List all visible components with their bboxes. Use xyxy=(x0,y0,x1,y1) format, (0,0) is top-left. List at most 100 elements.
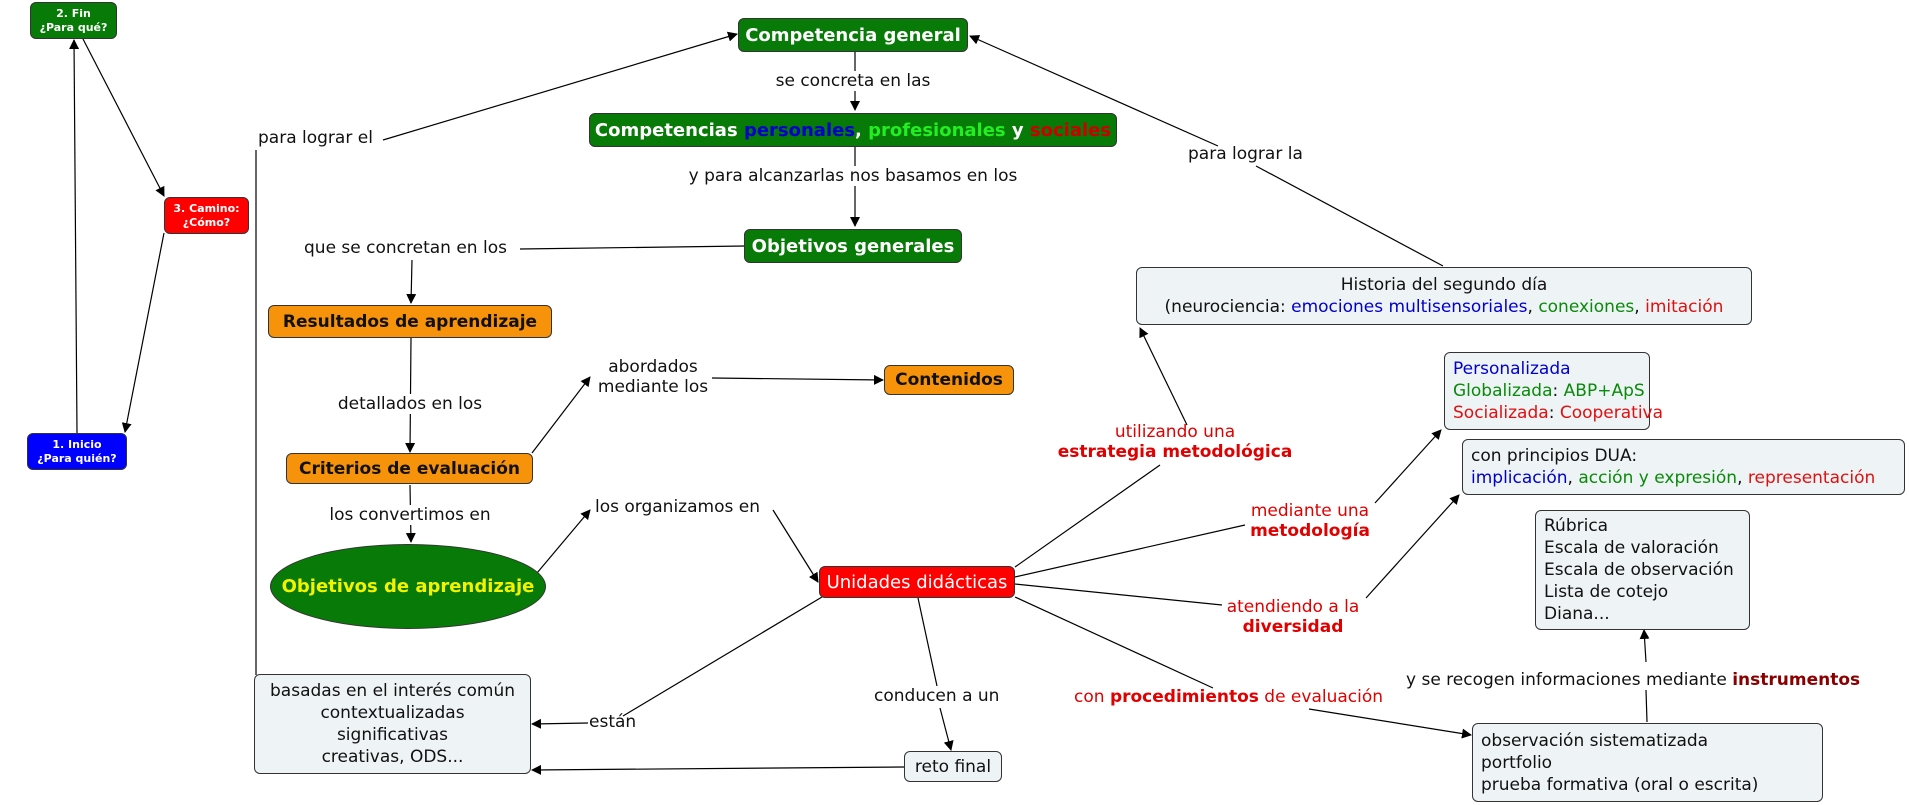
label-atendiendo: atendiendo a la diversidad xyxy=(1227,597,1360,637)
label-abordados: abordados mediante los xyxy=(598,357,708,397)
node-resultados-label: Resultados de aprendizaje xyxy=(282,311,538,332)
label-utilizando-line1: utilizando una xyxy=(1114,422,1236,442)
node-objetivos-generales-label: Objetivos generales xyxy=(751,235,955,257)
label-utilizando-line2: estrategia metodológica xyxy=(1057,442,1293,462)
link-ud-atendiendo xyxy=(1014,583,1223,606)
label-para-lograr-la: para lograr la xyxy=(1188,144,1303,164)
link-criterios-abordados xyxy=(531,376,591,454)
link-abordados-contenidos xyxy=(711,374,884,385)
node-camino-line1: 3. Camino: xyxy=(173,201,240,215)
node-camino-line2: ¿Cómo? xyxy=(182,215,231,229)
link-que-resultados xyxy=(406,259,417,304)
node-contenidos-label: Contenidos xyxy=(895,370,1003,390)
label-mediante-una: mediante una metodología xyxy=(1250,501,1370,541)
node-metodologia[interactable]: Personalizada Globalizada: ABP+ApS Socia… xyxy=(1444,352,1663,430)
label-atendiendo-line1: atendiendo a la xyxy=(1226,597,1360,617)
link-oa-organizamos xyxy=(536,509,591,574)
procedimiento-item: observación sistematizada xyxy=(1481,730,1709,751)
basadas-line: contextualizadas xyxy=(320,703,465,723)
link-camino-inicio xyxy=(121,232,165,433)
instrumento-item: Diana... xyxy=(1544,604,1610,624)
link-og-que xyxy=(519,245,746,250)
label-se-concreta: se concreta en las xyxy=(775,71,931,91)
node-competencias[interactable]: Competencias personales, profesionales y… xyxy=(589,113,1117,147)
link-fin-camino xyxy=(82,38,165,197)
metodologia-personalizada: Personalizada xyxy=(1453,359,1571,379)
label-atendiendo-line2: diversidad xyxy=(1242,617,1344,637)
link-ud-procedimientos xyxy=(1014,596,1214,689)
node-competencia-general-label: Competencia general xyxy=(745,24,961,46)
link-ud-mediante xyxy=(1014,524,1246,578)
link-estan-basadas xyxy=(531,718,589,729)
link-atendiendo-dua xyxy=(1365,494,1460,599)
label-utilizando: utilizando una estrategia metodológica xyxy=(1058,422,1293,462)
historia-line1: Historia del segundo día xyxy=(1340,275,1548,295)
node-resultados[interactable]: Resultados de aprendizaje xyxy=(268,305,552,338)
dua-line1: con principios DUA: xyxy=(1471,446,1638,466)
label-mediante-line1: mediante una xyxy=(1250,501,1370,521)
node-unidades-label: Unidades didácticas xyxy=(826,571,1008,593)
node-inicio-line1: 1. Inicio xyxy=(52,437,102,451)
label-para-lograr-el: para lograr el xyxy=(258,128,373,148)
node-inicio[interactable]: 1. Inicio ¿Para quién? xyxy=(27,433,127,470)
label-abordados-line2: mediante los xyxy=(597,377,709,397)
node-reto-final[interactable]: reto final xyxy=(904,751,1002,782)
label-conducen: conducen a un xyxy=(874,686,1000,706)
label-recogen: y se recogen informaciones mediante inst… xyxy=(1406,670,1861,690)
link-recogen-instrumentos xyxy=(1639,629,1650,663)
node-criterios[interactable]: Criterios de evaluación xyxy=(286,453,533,484)
dua-line2: implicación, acción y expresión, represe… xyxy=(1471,468,1876,488)
link-conducen-reto xyxy=(939,707,954,751)
instrumento-item: Rúbrica xyxy=(1544,516,1609,536)
procedimiento-item: prueba formativa (oral o escrita) xyxy=(1481,774,1759,795)
link-organizamos-ud xyxy=(772,509,819,583)
node-fin-line1: 2. Fin xyxy=(56,6,91,20)
node-dua[interactable]: con principios DUA: implicación, acción … xyxy=(1462,439,1905,495)
link-mediante-metodologia xyxy=(1374,429,1442,504)
node-inicio-line2: ¿Para quién? xyxy=(37,451,117,465)
node-camino[interactable]: 3. Camino: ¿Cómo? xyxy=(164,197,249,234)
node-fin-line2: ¿Para qué? xyxy=(39,20,108,34)
historia-line2: (neurociencia: emociones multisensoriale… xyxy=(1164,297,1724,317)
label-procedimientos: con procedimientos de evaluación xyxy=(1074,687,1384,707)
label-estan: están xyxy=(589,712,637,732)
node-unidades[interactable]: Unidades didácticas xyxy=(819,566,1015,598)
node-objetivos-aprendizaje[interactable]: Objetivos de aprendizaje xyxy=(270,544,546,629)
label-organizamos: los organizamos en xyxy=(595,497,760,517)
node-objetivos-generales[interactable]: Objetivos generales xyxy=(744,229,962,263)
node-instrumentos[interactable]: Rúbrica Escala de valoración Escala de o… xyxy=(1535,510,1750,630)
label-alcanzarlas: y para alcanzarlas nos basamos en los xyxy=(688,166,1018,186)
label-abordados-line1: abordados xyxy=(608,357,698,377)
basadas-line: creativas, ODS... xyxy=(321,747,464,767)
node-procedimientos[interactable]: observación sistematizada portfolio prue… xyxy=(1472,723,1823,802)
node-competencia-general[interactable]: Competencia general xyxy=(738,18,968,52)
basadas-line: significativas xyxy=(336,725,449,745)
metodologia-socializada: Socializada: Cooperativa xyxy=(1453,403,1664,423)
instrumento-item: Escala de observación xyxy=(1544,560,1734,580)
link-reto-basadas xyxy=(531,764,905,775)
metodologia-globalizada: Globalizada: ABP+ApS xyxy=(1453,381,1645,401)
link-obs-recogen xyxy=(1645,689,1648,723)
procedimiento-item: portfolio xyxy=(1481,752,1553,773)
label-detallados: detallados en los xyxy=(337,394,483,414)
node-basadas[interactable]: basadas en el interés común contextualiz… xyxy=(254,674,531,774)
instrumento-item: Lista de cotejo xyxy=(1544,582,1669,602)
node-criterios-label: Criterios de evaluación xyxy=(298,458,521,479)
link-inicio-fin xyxy=(69,39,80,434)
label-mediante-line2: metodología xyxy=(1250,521,1370,541)
link-ud-utilizando xyxy=(1014,464,1161,568)
link-historia-paralograrla xyxy=(1255,165,1444,267)
node-contenidos[interactable]: Contenidos xyxy=(884,365,1014,395)
node-competencias-label: Competencias personales, profesionales y… xyxy=(594,119,1112,141)
node-objetivos-aprendizaje-label: Objetivos de aprendizaje xyxy=(281,576,535,597)
node-fin[interactable]: 2. Fin ¿Para qué? xyxy=(30,2,117,39)
link-ud-conducen xyxy=(917,597,938,687)
node-historia[interactable]: Historia del segundo día (neurociencia: … xyxy=(1136,267,1752,325)
link-procedimientos-obs xyxy=(1308,708,1472,739)
link-utilizando-historia xyxy=(1139,327,1188,426)
node-reto-final-label: reto final xyxy=(914,756,992,777)
link-ud-estan xyxy=(622,596,823,717)
label-que-se-concretan: que se concretan en los xyxy=(304,238,507,258)
label-convertimos: los convertimos en xyxy=(329,505,491,525)
basadas-line: basadas en el interés común xyxy=(270,681,515,701)
